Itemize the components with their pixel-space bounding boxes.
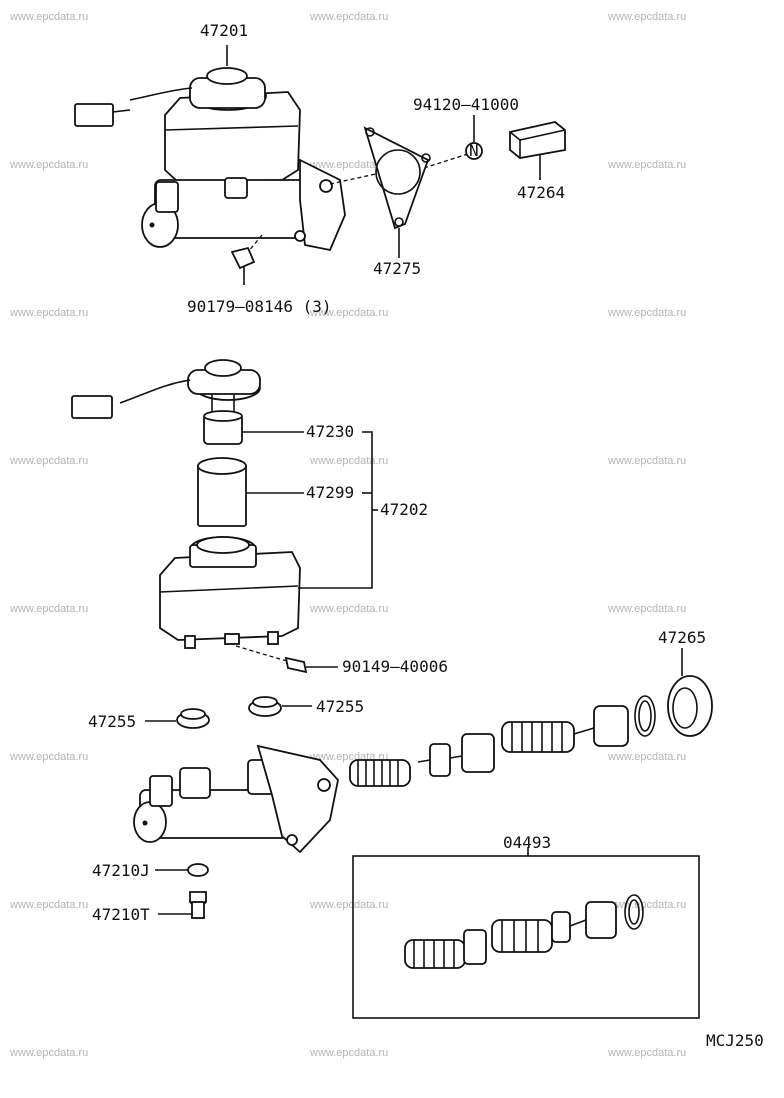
watermark-text: www.epcdata.ru: [9, 603, 88, 615]
watermark-text: www.epcdata.ru: [9, 159, 88, 171]
spring-2: [501, 721, 575, 753]
watermark-layer: www.epcdata.ru www.epcdata.ru www.epcdata.…: [9, 11, 686, 1059]
watermark-text: www.epcdata.ru: [9, 899, 88, 911]
watermark-text: www.epcdata.ru: [309, 1047, 388, 1059]
label-47275: 47275: [373, 259, 421, 278]
label-94120-41000: 94120–41000: [413, 95, 519, 114]
watermark-text: www.epcdata.ru: [9, 455, 88, 467]
master-cylinder-assembly-top: [74, 45, 469, 253]
label-47265: 47265: [658, 628, 706, 647]
watermark-text: www.epcdata.ru: [9, 307, 88, 319]
label-47210j: 47210J: [92, 861, 150, 880]
watermark-text: www.epcdata.ru: [607, 159, 686, 171]
label-47299: 47299: [306, 483, 354, 502]
svg-text:N: N: [469, 141, 479, 160]
repair-kit-04493: [352, 847, 700, 1019]
watermark-text: www.epcdata.ru: [309, 899, 388, 911]
callout-labels: 47201 94120–41000 47264 47275 90179–0814…: [88, 21, 764, 1050]
boot-47265: [667, 648, 713, 737]
snap-ring: [634, 695, 656, 737]
watermark-text: www.epcdata.ru: [607, 603, 686, 615]
switch-47264: [509, 121, 566, 180]
label-47264: 47264: [517, 183, 565, 202]
watermark-text: www.epcdata.ru: [607, 307, 686, 319]
label-90149-40006: 90149–40006: [342, 657, 448, 676]
label-47230: 47230: [306, 422, 354, 441]
watermark-text: www.epcdata.ru: [9, 11, 88, 23]
piston-primary: [573, 705, 629, 747]
label-47201: 47201: [200, 21, 248, 40]
spring-1: [349, 759, 411, 787]
label-47210t: 47210T: [92, 905, 150, 924]
watermark-text: www.epcdata.ru: [309, 603, 388, 615]
watermark-text: www.epcdata.ru: [309, 307, 388, 319]
gasket-47275: [363, 126, 431, 258]
label-90179-08146: 90179–08146 (3): [187, 297, 332, 316]
bolt-90179-08146: [230, 246, 256, 285]
watermark-text: www.epcdata.ru: [309, 455, 388, 467]
watermark-text: www.epcdata.ru: [9, 751, 88, 763]
piston-secondary: [417, 733, 495, 777]
label-47202: 47202: [380, 500, 428, 519]
cylinder-body-exploded: [133, 648, 713, 919]
watermark-text: www.epcdata.ru: [309, 11, 388, 23]
watermark-text: www.epcdata.ru: [9, 1047, 88, 1059]
label-47255-right: 47255: [316, 697, 364, 716]
label-04493: 04493: [503, 833, 551, 852]
label-47255-left: 47255: [88, 712, 136, 731]
watermark-text: www.epcdata.ru: [309, 159, 388, 171]
watermark-text: www.epcdata.ru: [607, 899, 686, 911]
watermark-text: www.epcdata.ru: [607, 1047, 686, 1059]
nut-94120-41000: N: [465, 115, 483, 160]
diagram-code: MCJ250: [706, 1031, 764, 1050]
reservoir-exploded: [71, 359, 378, 674]
watermark-text: www.epcdata.ru: [607, 455, 686, 467]
watermark-text: www.epcdata.ru: [607, 751, 686, 763]
watermark-text: www.epcdata.ru: [607, 11, 686, 23]
